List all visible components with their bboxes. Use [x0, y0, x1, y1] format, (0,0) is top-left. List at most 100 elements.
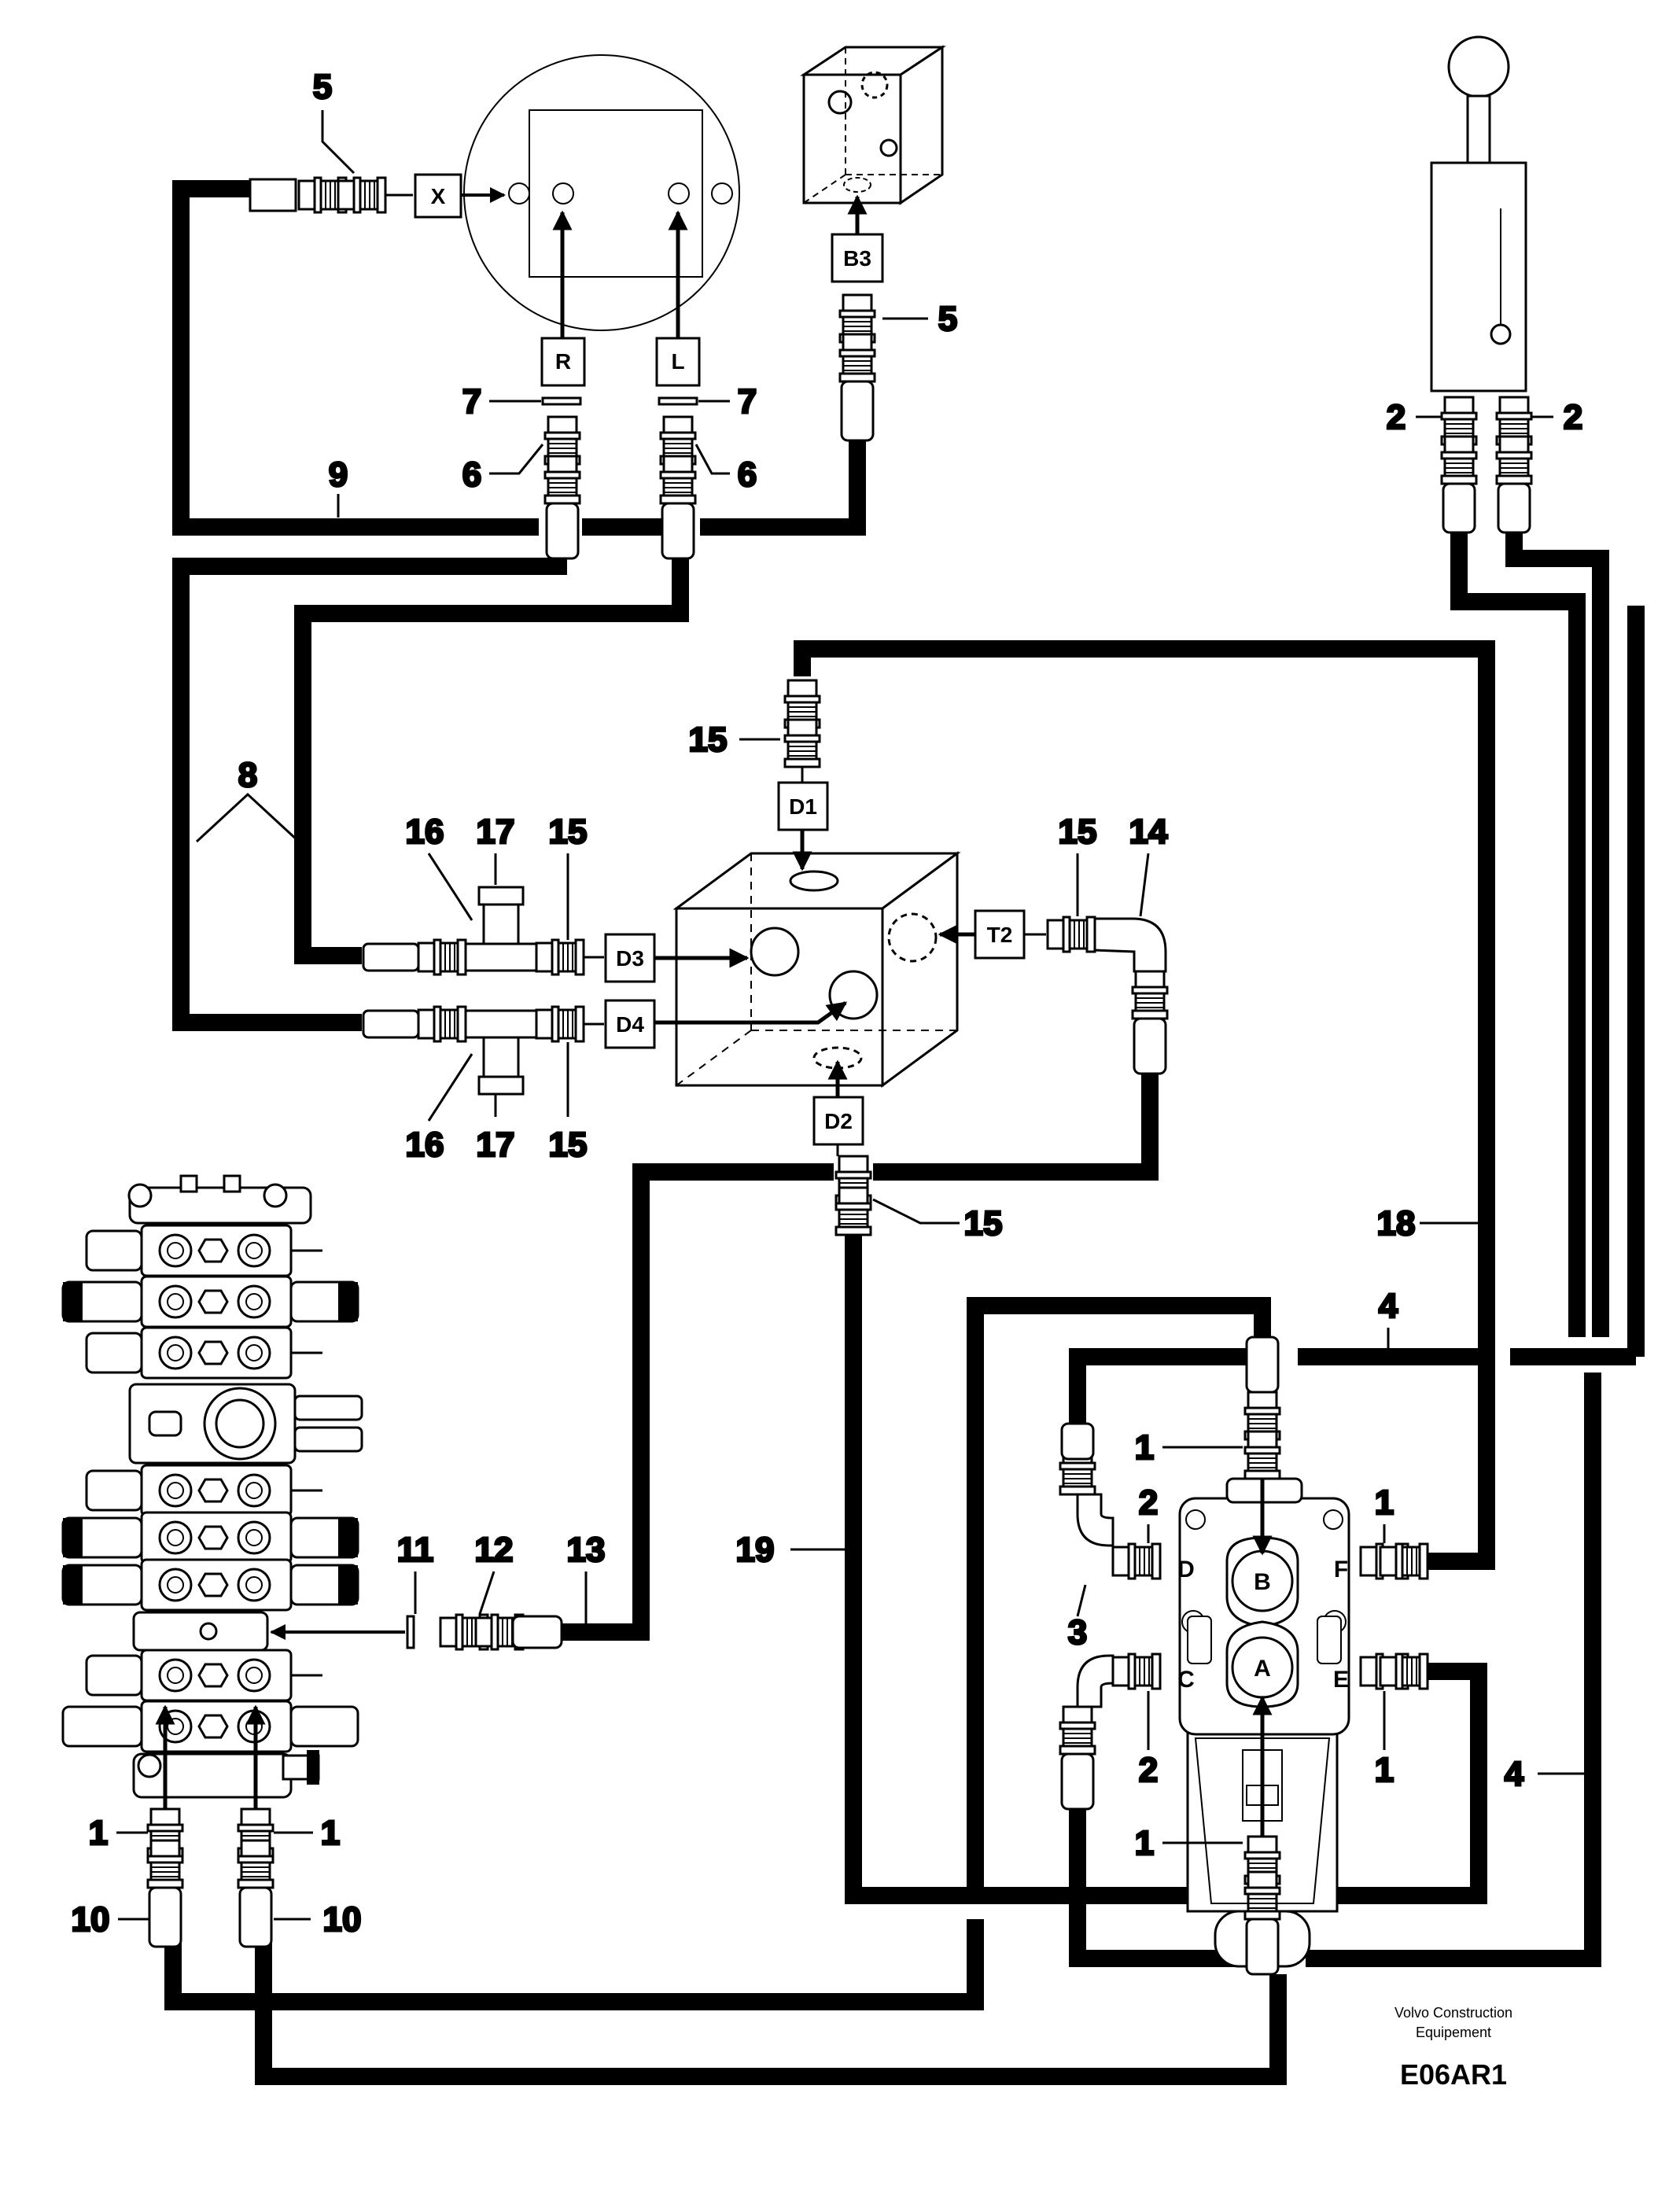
footer: Volvo Construction Equipement E06AR1 — [1394, 2005, 1512, 2091]
box-d1: D1 — [777, 679, 829, 871]
hose-18 — [794, 640, 1495, 1570]
box-l-label: L — [671, 349, 684, 374]
footer-drawing-code: E06AR1 — [1400, 2058, 1507, 2091]
callout-8: 8 — [238, 756, 257, 794]
callout-1-bank-left: 1 — [89, 1814, 108, 1852]
callout-2-d: 2 — [1139, 1483, 1158, 1522]
callout-16-bottom: 16 — [406, 1126, 444, 1164]
box-b3: B3 — [831, 194, 884, 283]
washer-7-left — [541, 396, 582, 406]
callout-17-top: 17 — [477, 812, 515, 851]
control-valve-bank — [61, 1174, 363, 1809]
callout-9: 9 — [329, 455, 348, 494]
hose-8-outer — [172, 558, 567, 1031]
tee-d4 — [362, 1005, 604, 1096]
box-l: L — [655, 210, 701, 387]
box-t2: T2 — [938, 909, 1046, 960]
pilot-fittings-bottom — [1243, 1835, 1281, 1976]
hose-big-loop — [967, 1297, 1271, 1896]
fitting-6-left — [543, 415, 581, 560]
callout-18: 18 — [1377, 1204, 1416, 1243]
callout-4-right: 4 — [1505, 1755, 1524, 1793]
box-d4-label: D4 — [616, 1012, 644, 1037]
hose-10-right — [255, 1943, 1287, 2085]
box-d3-label: D3 — [616, 946, 644, 971]
hose-c — [1069, 1809, 1254, 1967]
hose-10-left — [164, 1919, 984, 2010]
junction-box — [800, 45, 946, 205]
callout-1-f: 1 — [1375, 1483, 1394, 1522]
callout-19: 19 — [736, 1531, 775, 1569]
hose-8-inner — [294, 558, 689, 964]
callout-15-bottom-tee: 15 — [549, 1126, 588, 1164]
callout-5-b3: 5 — [938, 300, 957, 338]
hose-4-right — [1306, 1372, 1601, 1967]
box-d1-label: D1 — [789, 794, 817, 819]
footer-company-line2: Equipement — [1416, 2025, 1491, 2040]
callouts: 5 5 7 7 6 6 9 8 15 16 17 15 16 17 — [70, 67, 1585, 1940]
callout-3: 3 — [1068, 1613, 1087, 1652]
callout-11: 11 — [397, 1531, 434, 1569]
motor-housing — [463, 54, 740, 331]
washer-7-right — [658, 396, 698, 406]
hose-e — [1306, 1663, 1487, 1904]
hose-14 — [873, 1070, 1159, 1181]
box-t2-label: T2 — [987, 923, 1013, 947]
box-x: X — [414, 173, 506, 219]
callout-2-cyl-right: 2 — [1564, 398, 1582, 437]
callout-1-pilot-top: 1 — [1135, 1428, 1154, 1467]
box-x-label: X — [431, 184, 446, 208]
callout-13: 13 — [567, 1531, 606, 1569]
box-r: R — [540, 210, 586, 387]
callout-15-d2: 15 — [964, 1204, 1003, 1243]
pilot-fittings-left — [1059, 1422, 1162, 1811]
fitting-5-b3 — [838, 293, 876, 442]
hose-19 — [845, 1235, 1254, 1904]
tee-d3 — [362, 886, 604, 976]
elbow-14 — [1046, 916, 1169, 1075]
footer-company-line1: Volvo Construction — [1394, 2005, 1512, 2021]
box-d4: D4 — [604, 999, 848, 1049]
callout-14: 14 — [1129, 812, 1168, 851]
inlet-fitting-11-12 — [270, 1613, 563, 1651]
hose-4-left — [1069, 1348, 1251, 1439]
callout-5-top: 5 — [313, 68, 332, 106]
pilot-fittings-right — [1359, 1542, 1429, 1690]
port-d-label: D — [1177, 1557, 1195, 1583]
callout-1-pilot-bottom: 1 — [1135, 1824, 1154, 1863]
callout-17-bottom: 17 — [477, 1126, 515, 1164]
port-e-label: E — [1333, 1667, 1349, 1693]
port-a-label: A — [1254, 1656, 1271, 1682]
callout-12: 12 — [475, 1531, 514, 1569]
callout-6-left: 6 — [462, 455, 481, 494]
callout-2-cyl-left: 2 — [1387, 398, 1406, 437]
port-c-label: C — [1177, 1667, 1195, 1693]
callout-6-right: 6 — [738, 455, 757, 494]
hose-b3 — [700, 440, 866, 536]
fitting-x-hose — [249, 176, 413, 214]
hose-9 — [172, 180, 539, 536]
callout-2-c: 2 — [1139, 1751, 1158, 1789]
callout-1-e: 1 — [1375, 1751, 1394, 1789]
callout-15-top-tee: 15 — [549, 812, 588, 851]
pilot-fittings-top — [1243, 1336, 1281, 1480]
callout-15-d1: 15 — [689, 720, 728, 759]
callout-7-left: 7 — [462, 382, 481, 421]
box-b3-label: B3 — [843, 246, 871, 271]
box-d3: D3 — [604, 933, 750, 983]
valve-block — [672, 851, 961, 1088]
hose-13 — [558, 1163, 834, 1641]
callout-15-t2: 15 — [1059, 812, 1097, 851]
callout-1-bank-right: 1 — [321, 1814, 340, 1852]
fittings-1-10-bank — [146, 1807, 274, 1948]
callout-16-top: 16 — [406, 812, 444, 851]
box-r-label: R — [555, 349, 571, 374]
hose-lines — [164, 180, 1645, 2085]
callout-4-top: 4 — [1379, 1287, 1398, 1325]
fitting-6-right — [659, 415, 697, 560]
callout-10-left: 10 — [72, 1900, 110, 1939]
hose-cyl-left — [1450, 531, 1586, 1337]
box-d2: D2 — [812, 1059, 872, 1236]
port-b-label: B — [1254, 1569, 1271, 1595]
